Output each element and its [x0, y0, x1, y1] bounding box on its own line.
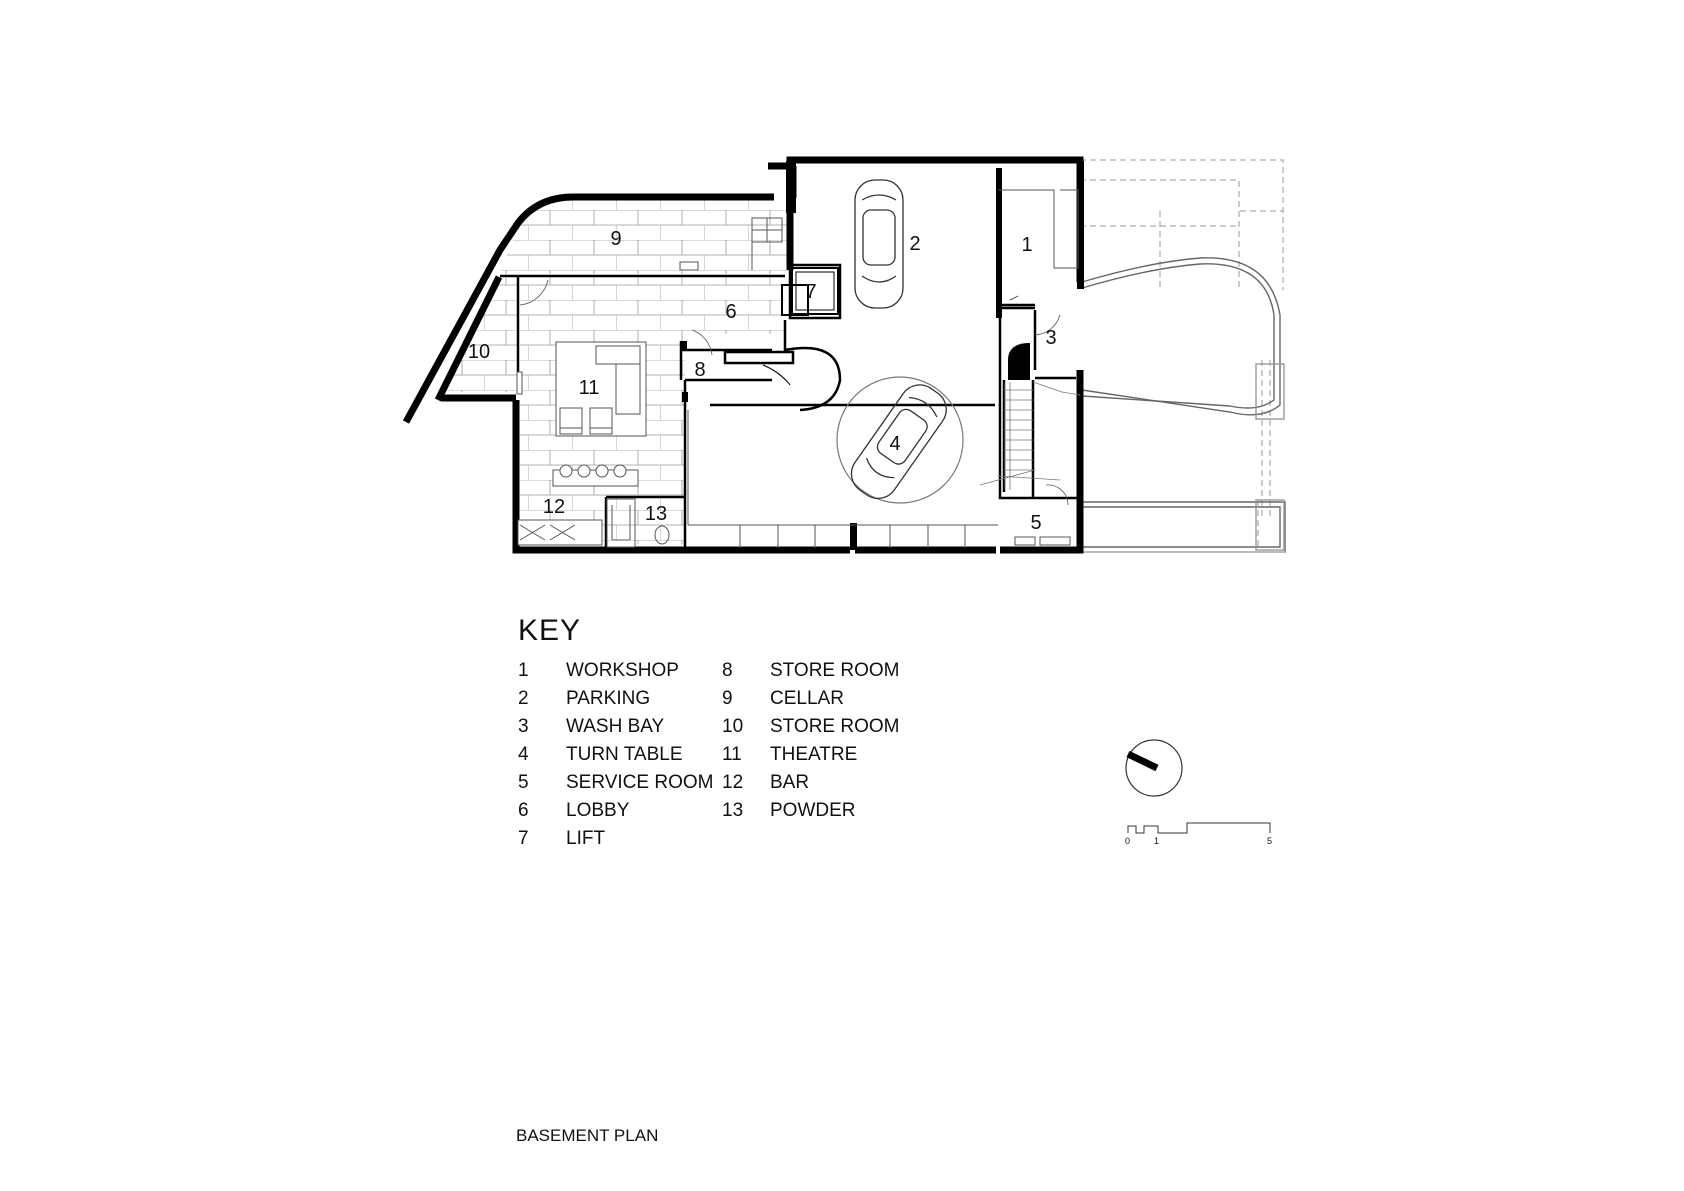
room-numbers: 1 2 3 4 5 6 7 8 9 10 11 12 13 [468, 228, 1057, 534]
room-number-theatre: 11 [579, 377, 600, 399]
key-item-label: STORE ROOM [770, 716, 900, 737]
key-item-label: CELLAR [770, 688, 844, 709]
key-item-label: TURN TABLE [566, 744, 683, 765]
key-item: 6 LOBBY [518, 797, 713, 825]
key-item-label: WORKSHOP [566, 660, 679, 681]
room-number-parking: 2 [909, 233, 920, 255]
key-item: 1 WORKSHOP [518, 657, 713, 685]
bar-counter [517, 464, 639, 546]
scale-label-5: 5 [1267, 836, 1273, 846]
key-item: 2 PARKING [518, 685, 713, 713]
key-item-label: THEATRE [770, 744, 858, 765]
key-item-label: SERVICE ROOM [566, 772, 714, 793]
key-item-label: LOBBY [566, 800, 630, 821]
key-item-label: WASH BAY [566, 716, 665, 737]
exterior-stair [979, 381, 1081, 490]
scale-bar [1127, 822, 1271, 834]
key-item-number: 3 [518, 716, 529, 737]
key-item-number: 6 [518, 800, 529, 821]
scale-label-0: 0 [1125, 836, 1131, 846]
key-item-number: 4 [518, 744, 529, 765]
north-arrow-icon [1125, 739, 1183, 797]
interior-walls [500, 172, 1080, 550]
key-item: 9 CELLAR [722, 685, 900, 713]
car-parking-icon [854, 179, 904, 309]
key-item-label: PARKING [566, 688, 651, 709]
scale-label-1: 1 [1154, 836, 1160, 846]
adjacent-site-outline [1080, 159, 1284, 548]
key-item-number: 2 [518, 688, 529, 709]
key-item: 4 TURN TABLE [518, 741, 713, 769]
key-item-number: 9 [722, 688, 733, 709]
key-list-left: 1 WORKSHOP 2 PARKING 3 WASH BAY 4 TURN TABLE… [518, 657, 713, 853]
room-number-powder: 13 [645, 503, 667, 525]
key-item-label: LIFT [566, 828, 606, 849]
room-number-cellar: 9 [610, 228, 621, 250]
key-item-number: 13 [722, 800, 744, 821]
key-item: 13 POWDER [722, 797, 900, 825]
key-item-number: 12 [722, 772, 744, 793]
key-item: 12 BAR [722, 769, 900, 797]
key-item-number: 1 [518, 660, 529, 681]
key-item-label: BAR [770, 772, 810, 793]
key-item-label: POWDER [770, 800, 856, 821]
powder-fixtures [606, 498, 670, 548]
key-item: 7 LIFT [518, 825, 713, 853]
store-room-counter [723, 350, 795, 386]
car-turntable-icon [850, 384, 947, 499]
driveway-ramp [1081, 257, 1286, 553]
parking-bays [687, 410, 998, 548]
key-item: 5 SERVICE ROOM [518, 769, 713, 797]
room-number-store-room-2: 10 [468, 341, 490, 363]
theatre-seating [516, 341, 647, 437]
key-item: 11 THEATRE [722, 741, 900, 769]
room-number-turn-table: 4 [889, 433, 900, 455]
key-title: KEY [518, 614, 582, 647]
door-swings [519, 279, 1069, 506]
room-number-service-room: 5 [1030, 512, 1041, 534]
key-item-number: 8 [722, 660, 733, 681]
key-item: 3 WASH BAY [518, 713, 713, 741]
room-number-bar: 12 [543, 496, 565, 518]
room-number-store-room: 8 [694, 359, 705, 381]
key-item-label: STORE ROOM [770, 660, 900, 681]
lift-shaft [791, 267, 839, 315]
key-item-number: 11 [722, 744, 742, 765]
key-item-number: 7 [518, 828, 529, 849]
turntable-circle [836, 376, 964, 504]
key-item: 10 STORE ROOM [722, 713, 900, 741]
wall-fills [681, 161, 1084, 550]
plan-caption: BASEMENT PLAN [516, 1126, 659, 1145]
key-item-number: 10 [722, 716, 744, 737]
service-room-equipment [1014, 536, 1071, 546]
cellar-racks [679, 217, 783, 271]
workshop-bench [998, 189, 1079, 301]
key-item-number: 5 [518, 772, 529, 793]
room-number-lobby: 6 [725, 301, 736, 323]
room-number-lift: 7 [805, 281, 816, 303]
room-number-wash-bay: 3 [1045, 327, 1056, 349]
key-item: 8 STORE ROOM [722, 657, 900, 685]
room-number-workshop: 1 [1021, 234, 1032, 256]
